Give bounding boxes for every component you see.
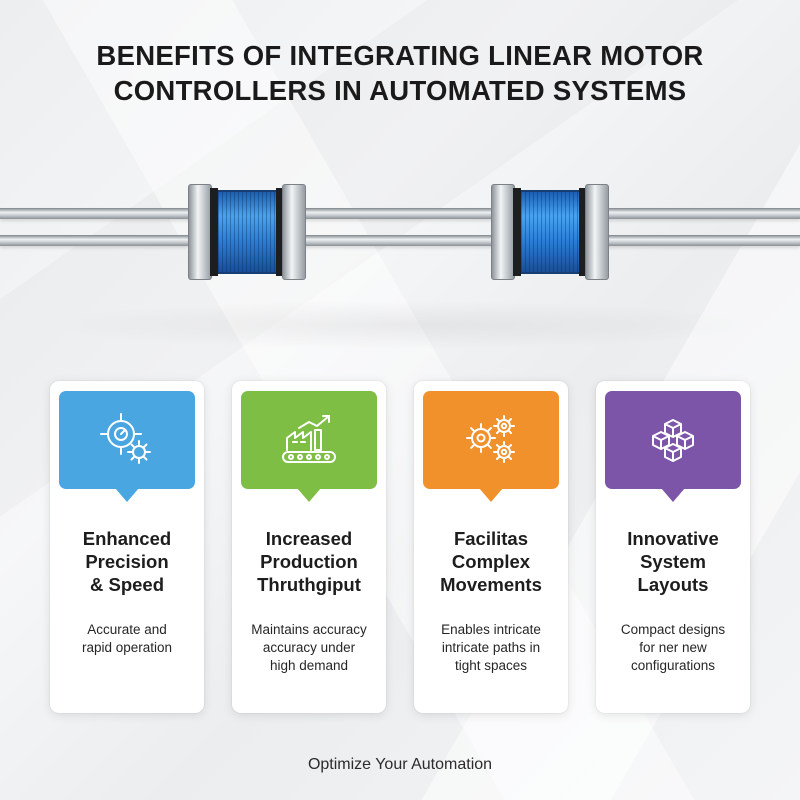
benefit-description-line: high demand: [269, 658, 349, 673]
benefit-title-line: Precision: [85, 551, 169, 572]
benefit-description-line: configurations: [630, 658, 716, 673]
motor-band: [579, 188, 587, 276]
motor-band: [210, 188, 218, 276]
benefit-description-line: accuracy under: [262, 640, 356, 655]
motor-coil: [218, 190, 276, 274]
benefit-title-line: Thruthgiput: [257, 574, 361, 595]
benefit-title: Facilitas Complex Movements: [418, 527, 564, 596]
benefit-description-line: rapid operation: [81, 640, 173, 655]
benefit-title-line: Enhanced: [82, 528, 172, 549]
benefit-title: Innovative System Layouts: [600, 527, 746, 596]
benefit-title: Enhanced Precision & Speed: [54, 527, 200, 596]
benefit-description-line: intricate paths in: [441, 640, 541, 655]
benefit-title-line: Movements: [440, 574, 542, 595]
benefit-description: Compact designs for ner new configuratio…: [600, 621, 746, 675]
benefit-card-system-layouts: Innovative System Layouts Compact design…: [596, 381, 750, 713]
modular-cubes-icon: [652, 419, 694, 462]
benefit-card-throughput: Increased Production Thruthgiput Maintai…: [232, 381, 386, 713]
motor-band: [276, 188, 284, 276]
motor-band: [513, 188, 521, 276]
benefit-title-line: & Speed: [89, 574, 165, 595]
benefit-badge: [59, 391, 195, 502]
benefit-description: Enables intricate intricate paths in tig…: [418, 621, 564, 675]
linear-motor-rail-illustration: [0, 178, 800, 288]
benefit-card-complex-movements: Facilitas Complex Movements Enables intr…: [414, 381, 568, 713]
benefit-title: Increased Production Thruthgiput: [236, 527, 382, 596]
motor-end-cap: [585, 184, 609, 280]
guide-rod-lower: [0, 235, 800, 246]
benefit-title-line: Facilitas: [453, 528, 529, 549]
benefit-description: Maintains accuracy accuracy under high d…: [236, 621, 382, 675]
benefit-title-line: Complex: [451, 551, 531, 572]
benefit-title-line: Innovative: [627, 528, 719, 549]
page-title-line-2: CONTROLLERS IN AUTOMATED SYSTEMS: [113, 75, 687, 106]
benefit-description-line: Enables intricate: [441, 622, 541, 637]
benefit-badge: [241, 391, 377, 502]
benefit-description: Accurate and rapid operation: [54, 621, 200, 657]
footer-tagline: Optimize Your Automation: [307, 756, 493, 773]
page-title: BENEFITS OF INTEGRATING LINEAR MOTOR CON…: [40, 38, 760, 108]
benefit-title-line: System: [640, 551, 706, 572]
guide-rod-upper: [0, 208, 800, 219]
motor-end-cap: [491, 184, 515, 280]
motor-coil: [521, 190, 579, 274]
benefit-description-line: tight spaces: [454, 658, 528, 673]
benefit-description-line: Accurate and: [87, 622, 167, 637]
benefit-title-line: Increased: [265, 528, 353, 549]
benefit-description-line: for ner new: [639, 640, 707, 655]
rail-shadow: [40, 300, 760, 350]
factory-conveyor-growth-icon: [282, 415, 336, 463]
page-title-line-1: BENEFITS OF INTEGRATING LINEAR MOTOR: [96, 40, 704, 71]
benefit-cards: Enhanced Precision & Speed Accurate and …: [0, 381, 800, 713]
benefit-badge: [605, 391, 741, 502]
motor-end-cap: [188, 184, 212, 280]
motor-end-cap: [282, 184, 306, 280]
benefit-card-precision: Enhanced Precision & Speed Accurate and …: [50, 381, 204, 713]
benefit-title-line: Production: [260, 551, 358, 572]
precision-target-gear-icon: [100, 413, 151, 464]
benefit-badge: [423, 391, 559, 502]
benefit-description-line: Maintains accuracy: [251, 622, 367, 637]
linear-motor-left: [188, 184, 306, 280]
gears-icon: [466, 415, 515, 463]
linear-motor-right: [491, 184, 609, 280]
benefit-description-line: Compact designs: [620, 622, 726, 637]
benefit-title-line: Layouts: [637, 574, 709, 595]
